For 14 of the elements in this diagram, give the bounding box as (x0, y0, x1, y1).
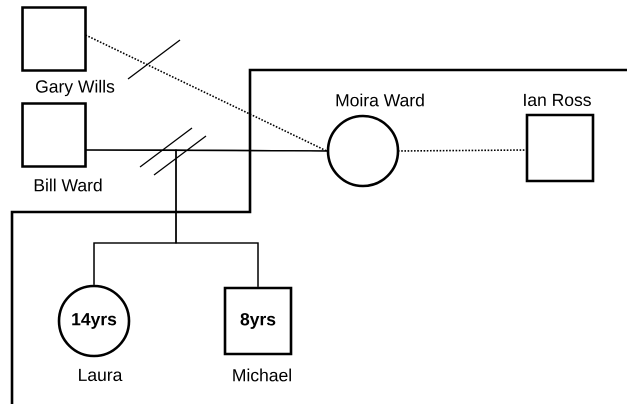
male-square (21, 6, 87, 72)
relationship-line (85, 34, 328, 152)
male-square: 8yrs (224, 286, 292, 356)
male-square (21, 102, 87, 168)
person-name: Moira Ward (336, 94, 424, 106)
male-square (526, 114, 594, 182)
person-name: Bill Ward (34, 178, 102, 192)
person-name: Laura (79, 368, 122, 382)
relationship-line (398, 149, 527, 152)
person-name: Ian Ross (524, 94, 591, 106)
person-name: Gary Wills (36, 80, 114, 96)
person-name: Michael (233, 368, 291, 382)
female-circle (326, 114, 400, 188)
relationship-line (175, 149, 328, 287)
